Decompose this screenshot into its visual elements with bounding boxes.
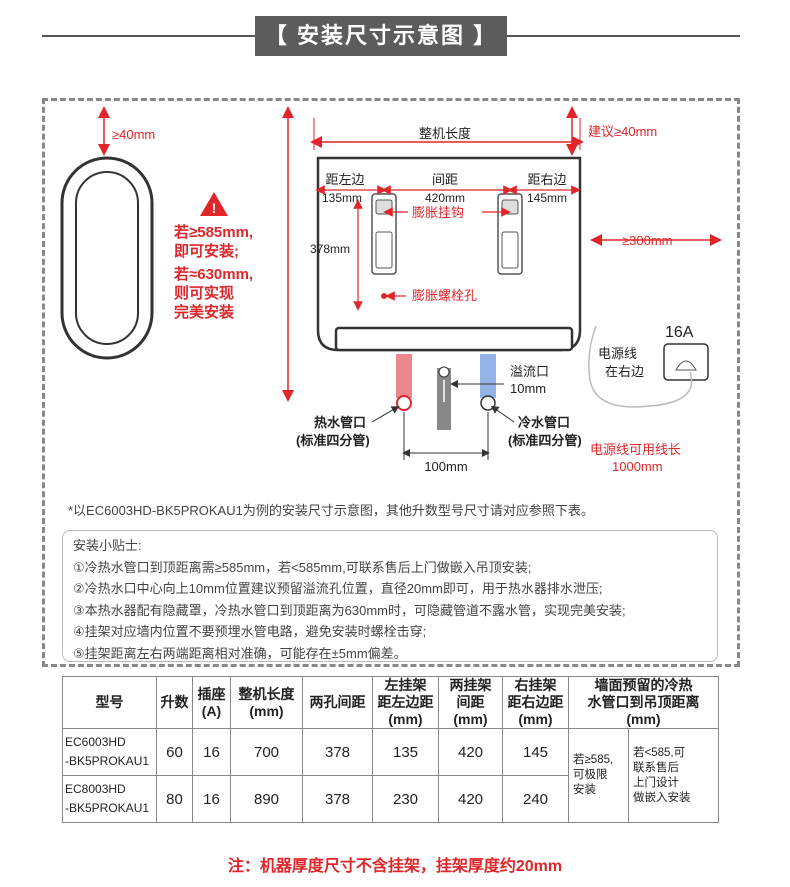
title-line-right [507, 35, 740, 37]
ceiling-lt-cell: 若<585,可 联系售后 上门设计 做嵌入安装 [628, 728, 719, 823]
header-left: 左挂架 距左边距 (mm) [372, 676, 439, 729]
warning-line-3: 若≈630mm, [173, 265, 253, 283]
warning-line-1: 若≥585mm, [173, 223, 253, 241]
length-cell: 700 [230, 728, 303, 776]
hook-label: 膨胀挂钩 [412, 205, 464, 220]
hole-height-label: 378mm [310, 242, 350, 256]
title-line-left [42, 35, 255, 37]
header-length: 整机长度 (mm) [230, 676, 303, 729]
socket-16a: 16A [663, 324, 709, 381]
warning-line-4: 则可实现 [174, 284, 234, 302]
left-cell: 135 [372, 728, 439, 776]
suggest-right-label: 建议≥40mm [588, 124, 657, 139]
power-cord [588, 325, 693, 408]
cold-pipe-label: 冷水管口 [518, 415, 570, 430]
tip-item: ③本热水器配有隐藏罩，冷热水管口到顶距离为630mm时，可隐藏管道不露水管，实现… [73, 602, 626, 618]
left-cell: 230 [372, 775, 439, 823]
header-model: 型号 [62, 676, 157, 729]
hidden-cover [334, 326, 574, 352]
warning-line-2: 即可安装; [174, 242, 239, 260]
total-length-dimension: 整机长度 [310, 118, 584, 150]
table-row: EC8003HD-BK5PROKAU1 80 16 890 378 230 42… [62, 775, 719, 823]
cold-pipe-outlet [480, 395, 496, 411]
header-holes: 两孔间距 [302, 676, 373, 729]
header-ceiling: 墙面预留的冷热 水管口到吊顶距离 (mm) [568, 676, 719, 729]
holes-cell: 378 [302, 728, 373, 776]
hot-pipe-outlet [396, 395, 412, 411]
bolt-label: 膨胀螺栓孔 [412, 288, 477, 303]
table-row: EC6003HD-BK5PROKAU1 60 16 700 378 135 42… [62, 728, 719, 823]
overflow-value: 10mm [510, 381, 546, 396]
right-distance-label: 距右边 [527, 172, 566, 187]
tip-item: ②冷热水口中心向上10mm位置建议预留溢流孔位置，直径20mm即可，用于热水器排… [73, 581, 603, 596]
top-clearance-label: ≥40mm [112, 127, 155, 142]
spec-table: 型号 升数 插座 (A) 整机长度 (mm) 两孔间距 左挂架 距左边距 (mm… [62, 676, 719, 823]
pipe-spacing-label: 100mm [424, 459, 467, 474]
right-hook-bracket [497, 193, 523, 275]
tip-item: ⑤挂架距离左右两端距离相对准确，可能存在±5mm偏差。 [73, 645, 407, 661]
header-socket: 插座 (A) [192, 676, 231, 729]
socket-cell: 16 [192, 775, 231, 823]
left-distance-label: 距左边 [325, 172, 364, 187]
length-cell: 890 [230, 775, 303, 823]
socket-label: 16A [665, 324, 694, 341]
power-length-2: 1000mm [612, 459, 663, 474]
wall-frame [42, 98, 740, 667]
right-cell: 145 [502, 728, 569, 776]
footer-note: 注：机器厚度尺寸不含挂架，挂架厚度约20mm [227, 858, 563, 875]
model-cell: EC6003HD-BK5PROKAU1 [62, 728, 157, 776]
bolt-hole-icon [381, 293, 387, 299]
header-spacing: 两挂架 间距 (mm) [438, 676, 503, 729]
right-distance-value: 145mm [527, 191, 567, 205]
header-right: 右挂架 距右边距 (mm) [502, 676, 569, 729]
title-bar: 【 安装尺寸示意图 】 [0, 16, 790, 56]
right-300-label: ≥300mm [622, 233, 672, 248]
power-position-2: 在右边 [605, 364, 644, 379]
total-length-label: 整机长度 [419, 126, 471, 141]
tips-title: 安装小贴士: [73, 538, 142, 553]
spacing-label: 间距 [432, 172, 458, 187]
spacing-cell: 420 [438, 728, 503, 776]
socket-cell: 16 [192, 728, 231, 776]
ceiling-ge-cell: 若≥585, 可极限 安装 [568, 728, 629, 823]
right-cell: 240 [502, 775, 569, 823]
warning-icon [200, 192, 228, 216]
example-note: *以EC6003HD-BK5PROKAU1为例的安装尺寸示意图，其他升数型号尺寸… [68, 503, 594, 518]
warning-block: ! 若≥585mm, 即可安装; 若≈630mm, 则可实现 完美安装 [173, 192, 253, 321]
holes-cell: 378 [302, 775, 373, 823]
hot-pipe-label: 热水管口 [314, 415, 366, 430]
warning-line-5: 完美安装 [174, 303, 235, 321]
model-cell: EC8003HD-BK5PROKAU1 [62, 775, 157, 823]
spacing-value: 420mm [425, 191, 465, 205]
hot-pipe-std: (标准四分管) [296, 433, 370, 448]
power-position-1: 电源线 [598, 346, 637, 361]
install-tips-box: 安装小贴士: ①冷热水管口到顶距离需≥585mm，若<585mm,可联系售后上门… [62, 530, 718, 662]
overflow-label: 溢流口 [510, 364, 549, 379]
top-clearance-dimension: ≥40mm [98, 106, 155, 156]
tip-item: ④挂架对应墙内位置不要预埋水管电路，避免安装时螺栓击穿; [73, 624, 427, 639]
svg-text:!: ! [212, 200, 217, 216]
mirror-shape [60, 156, 154, 360]
hot-water-pipe [396, 354, 412, 398]
left-distance-value: 135mm [322, 191, 362, 205]
header-liters: 升数 [156, 676, 193, 729]
cold-water-pipe [480, 354, 496, 398]
cold-pipe-std: (标准四分管) [508, 433, 582, 448]
left-hook-bracket [371, 193, 397, 275]
power-length-1: 电源线可用线长 [590, 442, 681, 457]
liters-cell: 80 [156, 775, 193, 823]
tip-item: ①冷热水管口到顶距离需≥585mm，若<585mm,可联系售后上门做嵌入吊顶安装… [73, 559, 532, 575]
table-header-row: 型号 升数 插座 (A) 整机长度 (mm) 两孔间距 左挂架 距左边距 (mm… [62, 676, 719, 729]
liters-cell: 60 [156, 728, 193, 776]
page-title: 【 安装尺寸示意图 】 [255, 16, 507, 56]
spacing-cell: 420 [438, 775, 503, 823]
